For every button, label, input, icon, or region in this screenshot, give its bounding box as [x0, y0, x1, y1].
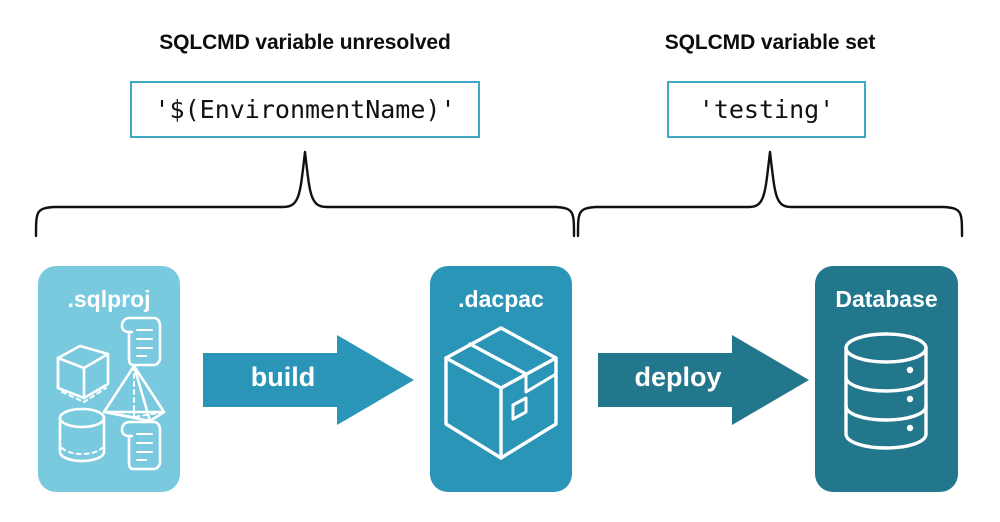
- right-brace: [576, 150, 964, 238]
- scroll-icon: [120, 316, 162, 367]
- cube-icon: [56, 344, 110, 403]
- build-arrow-shape: [203, 335, 414, 425]
- code-box-testing: 'testing': [667, 81, 866, 138]
- node-label-sqlproj: .sqlproj: [67, 286, 151, 312]
- package-box-icon: [444, 326, 558, 460]
- node-card-database[interactable]: Database: [815, 266, 958, 492]
- node-label-database: Database: [835, 286, 938, 312]
- pyramid-icon: [102, 364, 166, 423]
- node-card-sqlproj[interactable]: .sqlproj: [38, 266, 180, 492]
- section-title-unresolved: SQLCMD variable unresolved: [159, 31, 451, 54]
- arrow-build: build: [203, 335, 414, 425]
- database-cylinder-icon: [844, 332, 928, 450]
- node-label-dacpac: .dacpac: [458, 286, 544, 312]
- arrow-deploy: deploy: [598, 335, 809, 425]
- left-brace: [34, 150, 576, 238]
- cylinder-icon: [58, 407, 106, 463]
- section-title-set: SQLCMD variable set: [664, 31, 876, 54]
- node-card-dacpac[interactable]: .dacpac: [430, 266, 572, 492]
- deploy-arrow-shape: [598, 335, 809, 425]
- scroll-icon: [120, 420, 162, 471]
- code-box-environmentname: '$(EnvironmentName)': [130, 81, 480, 138]
